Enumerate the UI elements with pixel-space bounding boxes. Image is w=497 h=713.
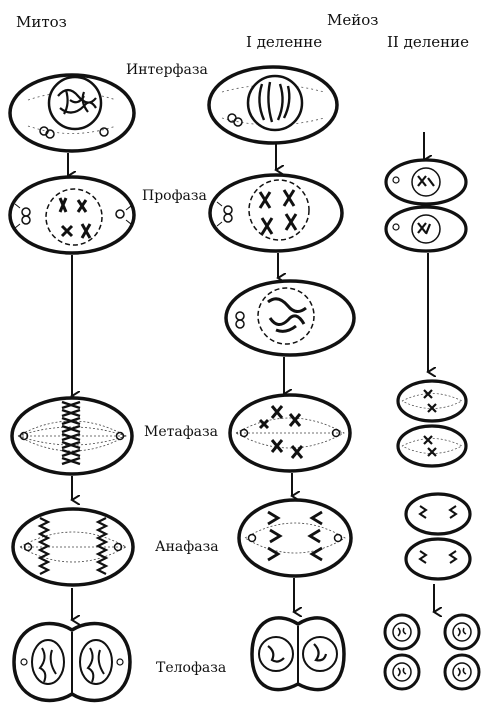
meiosis1-prophase-cell-2 xyxy=(224,279,356,357)
meiosis2-prophase-cell-bottom xyxy=(384,205,468,253)
meiosis2-telophase-cell-3 xyxy=(383,653,421,691)
label-interphase: Интерфаза xyxy=(124,62,210,78)
meiosis1-prophase-cell-1 xyxy=(208,173,344,253)
meiosis2-telophase-cell-2 xyxy=(443,613,481,651)
label-metaphase: Метафаза xyxy=(142,424,220,440)
meiosis1-metaphase-cell xyxy=(228,393,352,473)
meiosis2-telophase-cell-4 xyxy=(443,653,481,691)
header-meiosis: Мейоз xyxy=(325,11,381,29)
label-prophase: Профаза xyxy=(140,188,209,204)
label-telophase: Телофаза xyxy=(154,660,229,676)
meiosis1-interphase-cell xyxy=(207,65,339,145)
meiosis2-prophase-cell-top xyxy=(384,158,468,206)
mitosis-metaphase-cell xyxy=(10,396,134,476)
meiosis1-anaphase-cell xyxy=(237,498,353,578)
header-mitosis: Митоз xyxy=(14,13,69,31)
label-anaphase: Анафаза xyxy=(153,539,221,555)
header-division-2: II деление xyxy=(385,33,472,51)
meiosis2-metaphase-cell-top xyxy=(396,379,468,423)
meiosis1-telophase-cell xyxy=(250,616,346,692)
meiosis2-metaphase-cell-bottom xyxy=(396,424,468,468)
mitosis-anaphase-cell xyxy=(11,507,135,587)
mitosis-telophase-cell xyxy=(12,621,132,703)
mitosis-prophase-cell xyxy=(8,175,136,255)
meiosis2-telophase-cell-1 xyxy=(383,613,421,651)
meiosis2-anaphase-cell-bottom xyxy=(404,537,472,581)
header-division-1: I деленне xyxy=(244,33,325,51)
meiosis2-anaphase-cell-top xyxy=(404,492,472,536)
mitosis-interphase-cell xyxy=(8,73,136,153)
